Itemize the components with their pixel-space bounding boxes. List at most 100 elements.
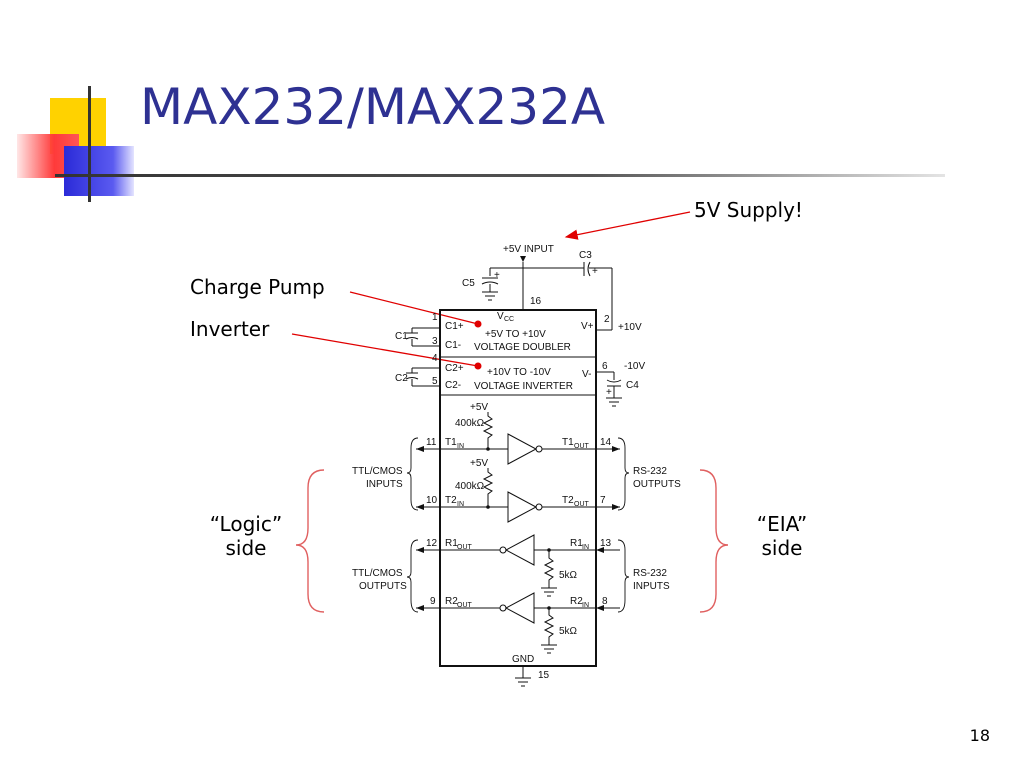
r2-input-arrow bbox=[596, 605, 604, 611]
r1in-label: R1 bbox=[570, 538, 583, 549]
t1out-sub: OUT bbox=[574, 443, 590, 450]
vminus-label: V- bbox=[582, 369, 591, 380]
rs232-input-brace bbox=[617, 539, 630, 613]
t1in-label: T1 bbox=[445, 437, 457, 448]
pin11-label: 11 bbox=[426, 437, 437, 448]
c5-label: C5 bbox=[462, 278, 475, 289]
t2-driver bbox=[507, 491, 538, 523]
r1out-label: R1 bbox=[445, 538, 458, 549]
r2in-sub: IN bbox=[582, 602, 589, 609]
r1-input-arrow bbox=[596, 547, 604, 553]
c1p-label: C1+ bbox=[445, 321, 464, 332]
rs232-inputs-label1: RS-232 bbox=[633, 568, 667, 579]
c2-label: C2 bbox=[395, 373, 408, 384]
charge-pump-dot bbox=[474, 320, 482, 328]
pin5-label: 5 bbox=[432, 376, 438, 387]
c5-plus: + bbox=[494, 270, 500, 281]
r1-output-arrow bbox=[416, 547, 424, 553]
charge-pump-annotation: Charge Pump bbox=[190, 275, 325, 299]
page-number: 18 bbox=[969, 726, 990, 745]
c3-plus: + bbox=[592, 266, 598, 277]
doubler-name: VOLTAGE DOUBLER bbox=[474, 342, 571, 353]
pin15-label: 15 bbox=[538, 670, 550, 681]
minus10-label: -10V bbox=[624, 361, 645, 372]
ttl-outputs-label2: OUTPUTS bbox=[359, 581, 407, 592]
ttl-inputs-label2: INPUTS bbox=[366, 479, 403, 490]
r2-output-arrow bbox=[416, 605, 424, 611]
pin2-label: 2 bbox=[604, 314, 610, 325]
gnd-label: GND bbox=[512, 654, 534, 665]
r2-pulldown-resistor bbox=[543, 608, 555, 645]
doubler-range: +5V TO +10V bbox=[485, 329, 546, 340]
c1-label: C1 bbox=[395, 331, 408, 342]
r1out-sub: OUT bbox=[457, 544, 473, 551]
ttl-outputs-label1: TTL/CMOS bbox=[352, 568, 403, 579]
t1-driver bbox=[507, 433, 538, 465]
pin16-label: 16 bbox=[530, 296, 542, 307]
plus10-label: +10V bbox=[618, 322, 642, 333]
title-underline bbox=[55, 174, 945, 177]
rs232-outputs-label2: OUTPUTS bbox=[633, 479, 681, 490]
c1m-label: C1- bbox=[445, 340, 461, 351]
charge-pump-pointer-line bbox=[349, 291, 479, 325]
c2p-label: C2+ bbox=[445, 363, 464, 374]
t2-resistor bbox=[482, 468, 494, 507]
t1-input-arrow bbox=[416, 446, 424, 452]
t1-output-arrow bbox=[612, 446, 620, 452]
eia-side-brace bbox=[699, 469, 729, 613]
pin1-label: 1 bbox=[432, 312, 438, 323]
c4-label: C4 bbox=[626, 380, 639, 391]
ttl-input-brace bbox=[406, 437, 419, 511]
t2-pullup-voltage: +5V bbox=[470, 458, 488, 469]
r2-pulldown-value: 5kΩ bbox=[559, 626, 578, 637]
inverter-annotation: Inverter bbox=[190, 317, 270, 341]
r1-receiver bbox=[504, 534, 535, 566]
supply-pointer-line bbox=[564, 211, 691, 240]
t1-pullup-voltage: +5V bbox=[470, 402, 488, 413]
logic-side-line2: side bbox=[225, 536, 267, 560]
t2-pullup-resistor: 400kΩ bbox=[455, 481, 485, 492]
input-label: +5V INPUT bbox=[503, 244, 554, 255]
eia-side-annotation: “EIA” side bbox=[732, 512, 832, 560]
logic-side-line1: “Logic” bbox=[209, 512, 283, 536]
pin4-label: 4 bbox=[432, 353, 438, 364]
r2-receiver bbox=[504, 592, 535, 624]
ic-body bbox=[439, 309, 597, 667]
pin13-label: 13 bbox=[600, 538, 612, 549]
r2out-label: R2 bbox=[445, 596, 458, 607]
supply-annotation: 5V Supply! bbox=[694, 198, 803, 222]
t2in-sub: IN bbox=[457, 501, 464, 508]
ttl-inputs-label1: TTL/CMOS bbox=[352, 466, 403, 477]
eia-side-line1: “EIA” bbox=[756, 512, 808, 536]
t1-resistor bbox=[482, 412, 494, 449]
vplus-label: V+ bbox=[581, 321, 594, 332]
rs232-outputs-label1: RS-232 bbox=[633, 466, 667, 477]
pin8-label: 8 bbox=[602, 596, 608, 607]
vcc-label: V bbox=[497, 311, 504, 322]
rs232-inputs-label2: INPUTS bbox=[633, 581, 670, 592]
deco-blue-square bbox=[64, 146, 134, 196]
c2m-label: C2- bbox=[445, 380, 461, 391]
c4-plus: + bbox=[606, 387, 612, 398]
r1-pulldown-value: 5kΩ bbox=[559, 570, 578, 581]
pin7-label: 7 bbox=[600, 495, 606, 506]
logic-side-brace bbox=[295, 469, 325, 613]
inverter-range: +10V TO -10V bbox=[487, 367, 551, 378]
r2out-sub: OUT bbox=[457, 602, 473, 609]
deco-vertical-line bbox=[88, 86, 91, 202]
r2in-label: R2 bbox=[570, 596, 583, 607]
t2out-sub: OUT bbox=[574, 501, 590, 508]
r1-pulldown-resistor bbox=[543, 550, 555, 588]
rs232-output-brace bbox=[617, 437, 630, 511]
pin3-label: 3 bbox=[432, 336, 438, 347]
input-arrow bbox=[520, 256, 526, 262]
pin9-label: 9 bbox=[430, 596, 436, 607]
inverter-pointer-line bbox=[291, 333, 479, 367]
t1out-label: T1 bbox=[562, 437, 574, 448]
t2-input-arrow bbox=[416, 504, 424, 510]
inverter-dot bbox=[474, 362, 482, 370]
t1-pullup-resistor: 400kΩ bbox=[455, 418, 485, 429]
pin10-label: 10 bbox=[426, 495, 438, 506]
slide-title: MAX232/MAX232A bbox=[140, 78, 606, 136]
pin6-label: 6 bbox=[602, 361, 608, 372]
